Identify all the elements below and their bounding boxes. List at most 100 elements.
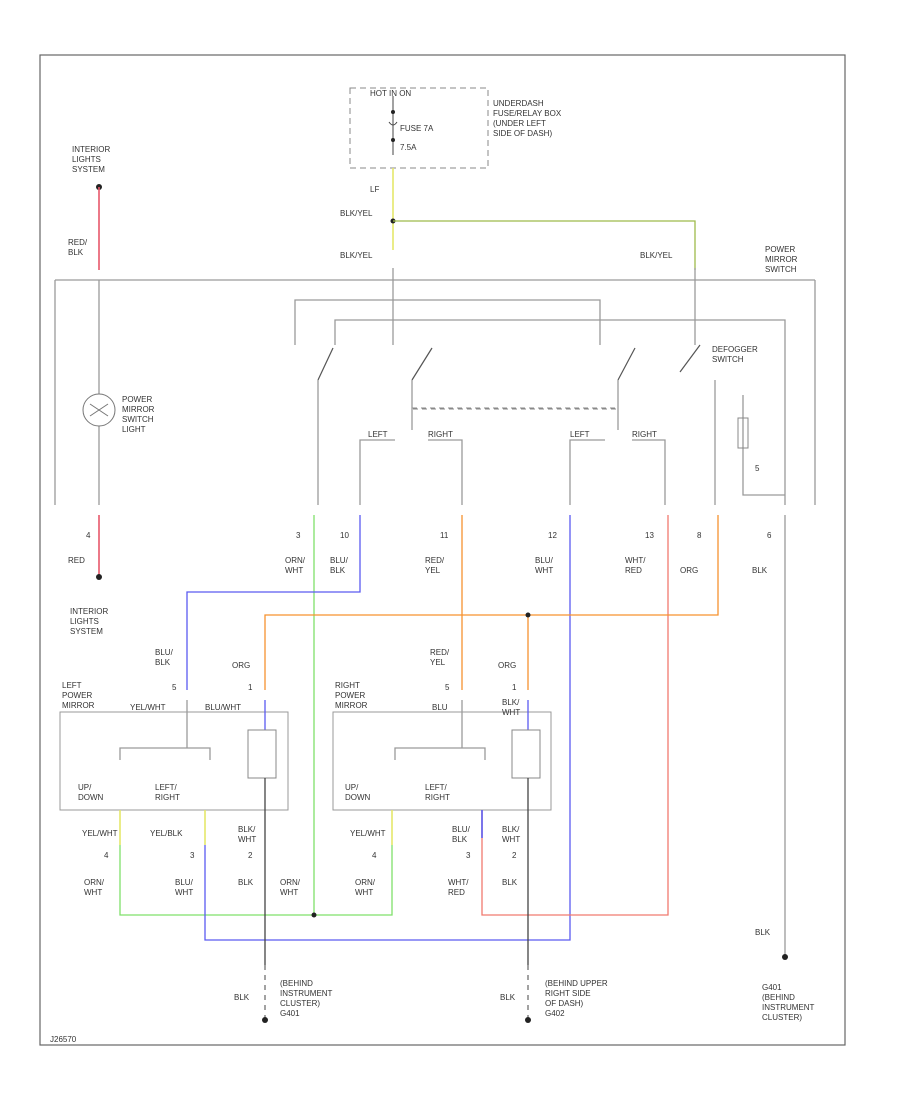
text-line: RED/ (68, 238, 88, 247)
text-line: BLU/ (175, 878, 194, 887)
lm-pin-1: 1 (248, 683, 253, 692)
text-line: (BEHIND (280, 979, 313, 988)
text-line: POWER (62, 691, 92, 700)
wire-label-blu-wht-sw: BLU/WHT (535, 556, 554, 575)
ground-right-blk: BLK (755, 928, 771, 937)
wire-label-red-yel-rm: RED/YEL (430, 648, 450, 667)
text-line: G401 (280, 1009, 300, 1018)
footer-code: J26570 (50, 1035, 77, 1044)
text-line: LEFT (62, 681, 82, 690)
text-line: UP/ (345, 783, 359, 792)
text-line: WHT/ (625, 556, 646, 565)
text-line: LIGHTS (70, 617, 99, 626)
pin-5: 5 (755, 464, 760, 473)
rm-blu-label: BLU (432, 703, 448, 712)
text-line: SYSTEM (72, 165, 105, 174)
pin-6: 6 (767, 531, 772, 540)
selector-left-1: LEFT (368, 430, 388, 439)
rm-blk-wht-2: BLK/WHT (502, 825, 520, 844)
text-line: BLK (155, 658, 171, 667)
ground-left-blk: BLK (234, 993, 250, 1002)
text-line: WHT (280, 888, 298, 897)
text-line: (BEHIND (762, 993, 795, 1002)
text-line: LEFT/ (425, 783, 448, 792)
ground-mid-blk: BLK (500, 993, 516, 1002)
text-line: BLK/ (502, 698, 520, 707)
text-line: ORN/ (280, 878, 301, 887)
hot-label: HOT IN ON (370, 89, 411, 98)
text-line: RED/ (425, 556, 445, 565)
text-line: UP/ (78, 783, 92, 792)
text-line: WHT (355, 888, 373, 897)
wire-label-blk-yel-l: BLK/YEL (340, 251, 373, 260)
right-power-mirror (332, 711, 552, 811)
rm-wht-red: WHT/RED (448, 878, 469, 897)
text-line: POWER (335, 691, 365, 700)
text-line: ORN/ (285, 556, 306, 565)
rm-pin-5: 5 (445, 683, 450, 692)
wire-label-wht-red-sw: WHT/RED (625, 556, 646, 575)
text-line: OF DASH) (545, 999, 584, 1008)
text-line: BLU/ (452, 825, 471, 834)
rm-p4: 4 (372, 851, 377, 860)
text-line: INSTRUMENT (762, 1003, 815, 1012)
lf-label: LF (370, 185, 379, 194)
text-line: INSTRUMENT (280, 989, 333, 998)
text-line: BLK/ (238, 825, 256, 834)
lm-up-down: UP/DOWN (78, 783, 104, 802)
text-line: LIGHTS (72, 155, 101, 164)
text-line: WHT/ (448, 878, 469, 887)
rm-blu-blk: BLU/BLK (452, 825, 471, 844)
rm-p3: 3 (466, 851, 471, 860)
wire-label-red: RED (68, 556, 85, 565)
text-line: BLU/ (155, 648, 174, 657)
selector-right-1: RIGHT (428, 430, 453, 439)
selector-right-2: RIGHT (632, 430, 657, 439)
text-line: SWITCH (765, 265, 797, 274)
diagram-frame (39, 54, 846, 1046)
rm-yel-wht-2: YEL/WHT (350, 829, 386, 838)
wire-label-blu-blk-sw: BLU/BLK (330, 556, 349, 575)
selector-left-2: LEFT (570, 430, 590, 439)
text-line: SWITCH (122, 415, 154, 424)
text-line: (BEHIND UPPER (545, 979, 608, 988)
text-line: RED (625, 566, 642, 575)
text-line: FUSE/RELAY BOX (493, 109, 562, 118)
pin-8: 8 (697, 531, 702, 540)
text-line: YEL (430, 658, 446, 667)
text-line: MIRROR (122, 405, 155, 414)
text-line: UNDERDASH (493, 99, 544, 108)
rm-up-down: UP/DOWN (345, 783, 371, 802)
wire-label-org-rm: ORG (498, 661, 516, 670)
wire-label-orn-wht-sw: ORN/WHT (285, 556, 306, 575)
pin-10: 10 (340, 531, 349, 540)
left-power-mirror (59, 711, 289, 811)
pin-11: 11 (440, 531, 449, 540)
lm-p2: 2 (248, 851, 253, 860)
pin-13: 13 (645, 531, 654, 540)
lm-blu-wht-2: BLU/WHT (175, 878, 194, 897)
text-line: BLK (452, 835, 468, 844)
fuse-relay-box (349, 87, 489, 169)
rm-blk-wht-label: BLK/WHT (502, 698, 520, 717)
text-line: WHT (535, 566, 553, 575)
text-line: YEL (425, 566, 441, 575)
lm-blk: BLK (238, 878, 254, 887)
text-line: ORN/ (355, 878, 376, 887)
text-line: SYSTEM (70, 627, 103, 636)
rm-left-right: LEFT/RIGHT (425, 783, 450, 802)
lm-yel-blk: YEL/BLK (150, 829, 183, 838)
text-line: BLU/ (535, 556, 554, 565)
text-line: BLU/ (330, 556, 349, 565)
text-line: MIRROR (335, 701, 368, 710)
text-line: (UNDER LEFT (493, 119, 546, 128)
wire-label-red-yel-sw: RED/YEL (425, 556, 445, 575)
rm-p2: 2 (512, 851, 517, 860)
